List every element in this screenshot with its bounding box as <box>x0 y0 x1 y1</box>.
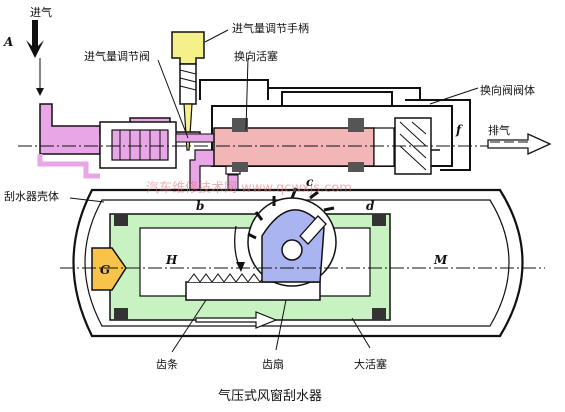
label-intake: 进气 <box>30 5 52 19</box>
label-reversing-piston: 换向活塞 <box>234 49 278 63</box>
letter-d: d <box>366 199 375 213</box>
letter-h: H <box>165 253 178 267</box>
sector-gear <box>247 187 337 287</box>
label-reversing-valve-body: 换向阀阀体 <box>480 83 535 97</box>
letter-g: G <box>100 263 110 277</box>
label-intake-valve: 进气量调节阀 <box>84 49 150 63</box>
label-wiper-housing: 刮水器壳体 <box>4 189 59 203</box>
diagram-caption: 气压式风窗刮水器 <box>218 388 322 404</box>
letter-b: b <box>196 199 204 213</box>
swing-arrow-head <box>236 262 245 272</box>
label-exhaust: 排气 <box>488 123 510 137</box>
rack-motion-arrow <box>195 311 278 329</box>
exhaust-arrow <box>487 132 552 156</box>
label-rack: 齿条 <box>156 357 178 371</box>
label-large-piston: 大活塞 <box>354 357 387 371</box>
leader-lines <box>69 29 479 353</box>
watermark: 汽车维修技术网 www.qcwxjs.com <box>146 180 352 196</box>
letter-f: f <box>455 123 463 137</box>
inlet-g <box>91 247 127 291</box>
letter-a: A <box>3 35 13 49</box>
intake-arrow <box>26 20 44 96</box>
letter-m: M <box>433 253 448 267</box>
label-sector-gear: 齿扇 <box>262 357 284 371</box>
housing-passage <box>37 154 100 179</box>
label-intake-handle: 进气量调节手柄 <box>232 21 309 35</box>
letter-c: c <box>306 175 314 189</box>
